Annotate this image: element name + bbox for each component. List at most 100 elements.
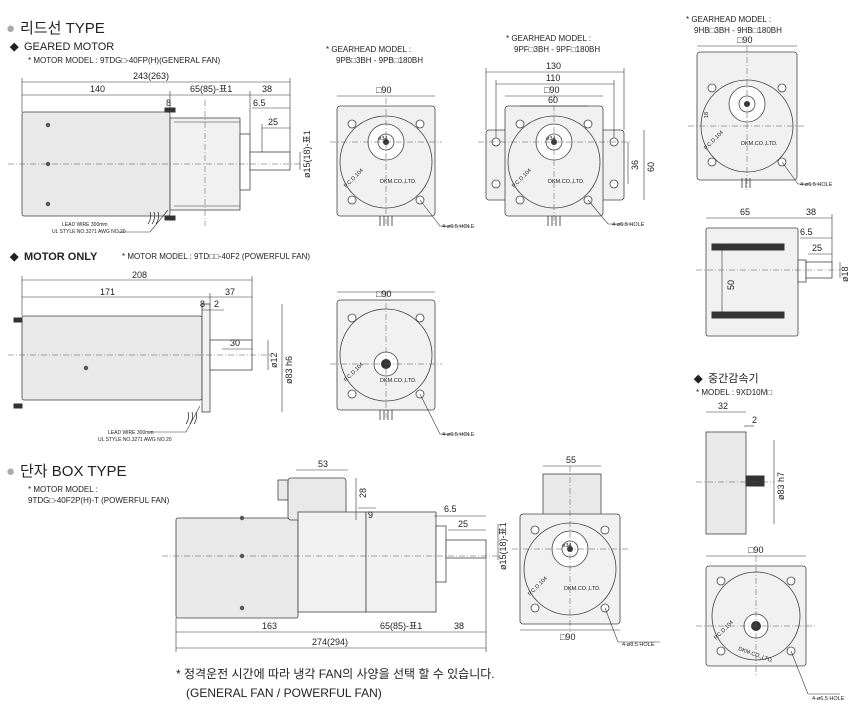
dim-rd-sq: □90 <box>748 545 763 555</box>
dim-bx-shaft: ø15(18)-표1 <box>498 522 508 570</box>
reducer-bullet: ◆ <box>694 373 703 385</box>
geared-motor-title: GEARED MOTOR <box>24 41 115 53</box>
motor-only-bullet: ◆ <box>10 251 19 263</box>
dim-bx-9: 9 <box>368 510 373 520</box>
dim-bx-38: 38 <box>454 621 464 631</box>
geared-motor-model: * MOTOR MODEL : 9TDG□-40FP(H)(GENERAL FA… <box>28 56 221 65</box>
box-type-front-view <box>512 465 660 643</box>
reducer-front-view <box>696 555 840 695</box>
hb-gearhead-model: 9HB□3BH - 9HB□180BH <box>694 26 782 35</box>
motor-only-title: MOTOR ONLY <box>24 251 98 263</box>
box-type-title: 단자 BOX TYPE <box>20 463 127 480</box>
box-type-bullet: ● <box>6 463 16 480</box>
rd-hole-label: 4-ø6.5 HOLE <box>812 696 845 702</box>
dim-bx-6-5: 6.5 <box>444 504 457 514</box>
pb-maker-label: DKM.CO.,LTD. <box>380 179 417 185</box>
dim-pf-36: 36 <box>630 160 640 170</box>
mo-hole-label: 4-ø6.5 HOLE <box>442 432 475 438</box>
hb-d18-label: 18 <box>704 112 710 118</box>
pf-hole-label: 4-ø6.5 HOLE <box>612 222 645 228</box>
pf-gearhead-front-view <box>478 68 645 226</box>
dim-bx-163: 163 <box>262 621 277 631</box>
hb-hole-label: 4-ø6.5 HOLE <box>800 182 833 188</box>
pf-maker-label: DKM.CO.,LTD. <box>548 179 585 185</box>
reducer-model: * MODEL : 9XD10M□ <box>696 388 773 397</box>
dim-rd-pilot: ø83 h7 <box>776 472 786 500</box>
dim-hb-sq: □90 <box>737 35 752 45</box>
dim-mo-2: 2 <box>214 299 219 309</box>
hb-gearhead-front-view <box>688 45 820 190</box>
geared-motor-side-view <box>8 78 301 233</box>
mo-lead-wire-1: LEAD WIRE 300mm <box>108 430 154 436</box>
dim-gm-38: 38 <box>262 84 272 94</box>
dim-bx-53: 53 <box>318 459 328 469</box>
pb-gearhead-model: 9PB□3BH - 9PB□180BH <box>336 56 424 65</box>
dim-mo-208: 208 <box>132 270 147 280</box>
dim-mo-171: 171 <box>100 287 115 297</box>
dim-mo-37: 37 <box>225 287 235 297</box>
dim-bx-28: 28 <box>358 488 368 498</box>
gm-lead-wire-2: UL STYLE NO.3271 AWG NO.20 <box>52 229 126 235</box>
hb-gearhead-side-view <box>696 214 841 337</box>
pf-gearhead-label: * GEARHEAD MODEL : <box>506 34 592 43</box>
dim-pb-sq: □90 <box>376 85 391 95</box>
dim-pf-sq: □90 <box>544 85 559 95</box>
dim-bx-25: 25 <box>458 519 468 529</box>
dim-bx-65b: 65(85)-표1 <box>380 621 422 631</box>
bf-hole-label: 4-ø8.5 HOLE <box>622 642 655 648</box>
pf-gearhead-model: 9PF□3BH - 9PF□180BH <box>514 45 601 54</box>
dim-bx-274: 274(294) <box>312 637 348 647</box>
fan-note-line2: (GENERAL FAN / POWERFUL FAN) <box>186 686 382 700</box>
motor-only-front-view <box>330 291 470 435</box>
dim-rd-32: 32 <box>718 401 728 411</box>
dim-mo-front-sq: □90 <box>376 289 391 299</box>
reducer-title: 중간감속기 <box>708 373 759 385</box>
motor-only-model: * MOTOR MODEL : 9TD□□-40F2 (POWERFUL FAN… <box>122 252 311 261</box>
dim-hb-25: 25 <box>812 243 822 253</box>
dim-hb-65: 65 <box>740 207 750 217</box>
pb-gearhead-label: * GEARHEAD MODEL : <box>326 45 412 54</box>
motor-only-side-view <box>8 276 283 433</box>
dim-mo-pilot: ø83 h6 <box>284 356 294 384</box>
pb-gearhead-front-view <box>330 95 470 227</box>
pf-d34-label: ø34 <box>546 136 555 142</box>
dim-gm-25: 25 <box>268 117 278 127</box>
dim-bf-sq: □90 <box>560 632 575 642</box>
hb-maker-label: DKM.CO.,LTD. <box>741 141 778 147</box>
dim-gm-8: 8 <box>166 98 171 108</box>
reducer-side-view <box>696 411 775 535</box>
box-type-model-label: * MOTOR MODEL : <box>28 485 98 494</box>
bf-d34-label: ø34 <box>562 543 571 549</box>
dim-mo-30: 30 <box>230 338 240 348</box>
dim-hb-38: 38 <box>806 207 816 217</box>
fan-note-line1: * 정격운전 시간에 따라 냉각 FAN의 사양을 선택 할 수 있습니다. <box>176 667 495 681</box>
mo-lead-wire-2: UL STYLE NO.3271 AWG NO.20 <box>98 437 172 443</box>
box-type-side-view <box>162 469 500 652</box>
dim-pf-60: 60 <box>548 95 558 105</box>
dim-pf-60v: 60 <box>646 162 656 172</box>
dim-gm-total: 243(263) <box>133 71 169 81</box>
dim-hb-6-5: 6.5 <box>800 227 813 237</box>
pb-d34-label: ø34 <box>378 136 387 142</box>
dim-gm-6-5: 6.5 <box>253 98 266 108</box>
pb-hole-label: 4-ø6.5 HOLE <box>442 224 475 230</box>
mo-maker-label: DKM.CO.,LTD. <box>380 378 417 384</box>
hb-gearhead-label: * GEARHEAD MODEL : <box>686 15 772 24</box>
dim-rd-2: 2 <box>752 415 757 425</box>
dim-mo-12: ø12 <box>269 352 279 368</box>
dim-hb-50: 50 <box>726 280 736 290</box>
dim-gm-65: 65(85)-표1 <box>190 84 232 94</box>
dim-gm-140: 140 <box>90 84 105 94</box>
dim-mo-8: 8 <box>200 299 205 309</box>
geared-motor-bullet: ◆ <box>10 41 19 53</box>
dim-bf-55: 55 <box>566 455 576 465</box>
box-type-model: 9TDG□-40F2P(H)-T (POWERFUL FAN) <box>28 496 170 505</box>
dim-pf-130: 130 <box>546 61 561 71</box>
lead-type-bullet: ● <box>6 20 16 37</box>
lead-type-title: 리드선 TYPE <box>20 20 105 37</box>
dim-gm-shaft: ø15(18)-표1 <box>302 130 312 178</box>
bf-maker-label: DKM.CO.,LTD. <box>564 586 601 592</box>
dim-hb-18: ø18 <box>840 266 850 282</box>
